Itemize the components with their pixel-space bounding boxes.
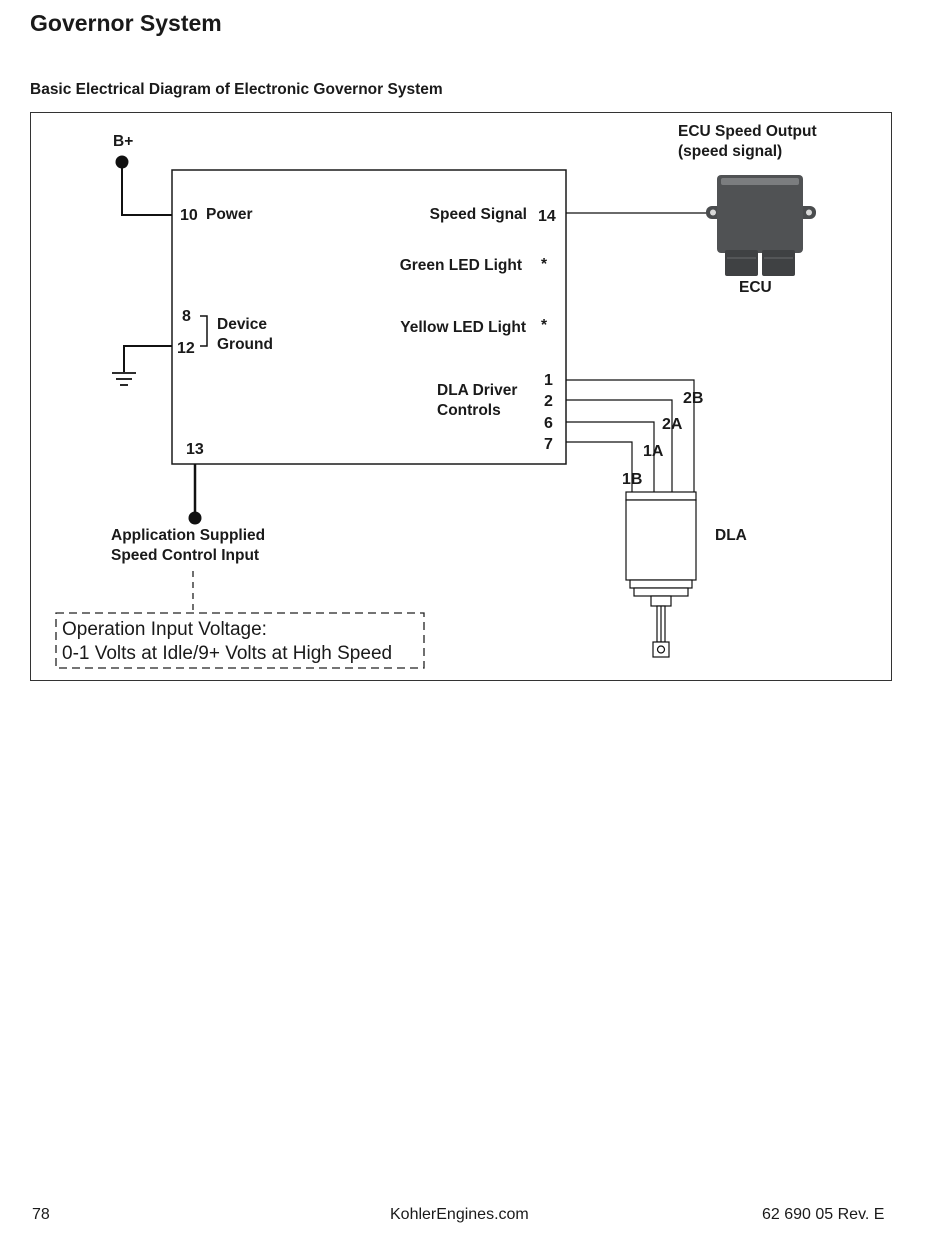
input-pin-13: 13 — [186, 441, 204, 458]
ground-label-ground: Ground — [217, 336, 273, 353]
green-led-label: Green LED Light — [400, 257, 522, 274]
dla-wire-label-2a: 2A — [662, 416, 683, 433]
ground-bracket — [200, 315, 208, 347]
voltage-note-box — [55, 612, 425, 669]
dla-driver-label-line2: Controls — [437, 402, 501, 419]
dla-driver-label-line1: DLA Driver — [437, 382, 517, 399]
electrical-diagram: B+ 10 Power 8 12 Device Ground 13 Applic… — [30, 112, 892, 681]
dla-pin-2: 2 — [544, 393, 553, 410]
ecu-module-icon — [706, 175, 816, 276]
voltage-note-line1: Operation Input Voltage: — [62, 619, 267, 640]
power-pin: 10 — [180, 207, 198, 224]
diagram-frame — [30, 112, 892, 681]
ground-pin-8: 8 — [182, 308, 191, 325]
speed-signal-label: Speed Signal — [430, 206, 527, 223]
ground-icon — [112, 372, 136, 386]
footer-page-number: 78 — [32, 1206, 50, 1223]
ecu-output-label-line2: (speed signal) — [678, 143, 782, 160]
yellow-led-label: Yellow LED Light — [400, 319, 526, 336]
yellow-led-mark: * — [541, 317, 548, 334]
section-title: Basic Electrical Diagram of Electronic G… — [30, 81, 443, 98]
input-label-line1: Application Supplied — [111, 527, 265, 544]
dla-pin-7: 7 — [544, 436, 553, 453]
dla-pin-1: 1 — [544, 372, 553, 389]
input-terminal-dot — [188, 511, 202, 525]
ground-label-device: Device — [217, 316, 267, 333]
dla-wire-label-1a: 1A — [643, 443, 664, 460]
voltage-note-line2: 0-1 Volts at Idle/9+ Volts at High Speed — [62, 643, 392, 664]
dla-wire-label-2b: 2B — [683, 390, 703, 407]
ecu-label: ECU — [739, 279, 772, 296]
dla-wire-label-1b: 1B — [622, 471, 642, 488]
input-label-line2: Speed Control Input — [111, 547, 259, 564]
footer-website: KohlerEngines.com — [390, 1206, 529, 1223]
power-label: Power — [206, 206, 253, 223]
dla-pin-6: 6 — [544, 415, 553, 432]
footer-revision: 62 690 05 Rev. E — [762, 1206, 885, 1223]
power-wire — [121, 162, 172, 216]
ground-wire — [123, 345, 172, 372]
page-title: Governor System — [30, 10, 222, 36]
governor-controller-box — [171, 169, 567, 465]
green-led-mark: * — [541, 256, 548, 273]
speed-signal-pin: 14 — [538, 208, 556, 225]
dla-actuator-icon — [625, 491, 697, 658]
dla-wires — [566, 379, 695, 492]
dla-label: DLA — [715, 527, 747, 544]
ecu-output-label-line1: ECU Speed Output — [678, 123, 817, 140]
battery-label: B+ — [113, 133, 133, 150]
ground-pin-12: 12 — [177, 340, 195, 357]
